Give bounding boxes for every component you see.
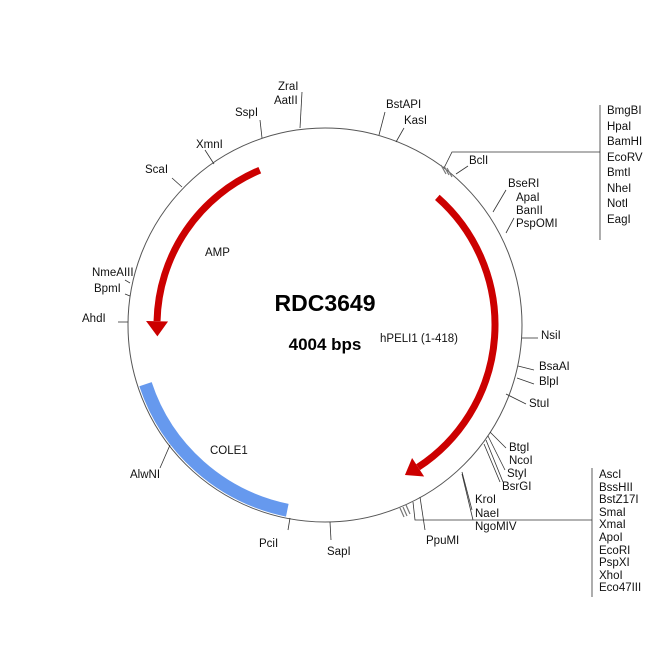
site-label: NgoMIV <box>475 521 517 533</box>
site-label: BanII <box>516 205 543 217</box>
site-label: XmnI <box>196 139 223 151</box>
mcs-site-list-upper: BmgBI HpaI BamHI EcoRV BmtI NheI NotI Ea… <box>607 104 643 228</box>
site-label: NcoI <box>509 455 533 467</box>
site-label: BstAPI <box>386 99 422 111</box>
site-label: SspI <box>235 107 259 119</box>
site-label: KroI <box>475 494 497 506</box>
site-label: StyI <box>507 468 527 480</box>
feature-label-hpeli1: hPELI1 (1-418) <box>380 333 458 345</box>
site-label: BseRI <box>508 178 540 190</box>
site-label: BamHI <box>607 136 643 148</box>
plasmid-size: 4004 bps <box>288 335 362 354</box>
site-label: BpmI <box>94 283 121 295</box>
site-label: StuI <box>529 398 550 410</box>
hpeli1-feature-arrow <box>416 194 499 471</box>
site-label: AlwNI <box>130 469 161 481</box>
site-label: ScaI <box>145 164 169 176</box>
site-label: BmtI <box>607 167 631 179</box>
cole1-origin-arc <box>139 382 289 517</box>
site-label: EcoRI <box>599 544 631 557</box>
site-label: AatII <box>274 95 298 107</box>
site-leader-lines <box>118 91 601 597</box>
mcs-site-list-lower: AscI BssHII BstZ17I SmaI XmaI ApoI EcoRI… <box>599 469 641 595</box>
site-label: SmaI <box>599 506 626 519</box>
site-label: BmgBI <box>607 105 642 117</box>
site-label: PciI <box>259 538 279 550</box>
site-label: XmaI <box>599 519 626 532</box>
site-label: BlpI <box>539 376 559 388</box>
site-label: NmeAIII <box>92 267 134 279</box>
site-label: ApaI <box>516 192 540 204</box>
plasmid-backbone <box>127 127 523 523</box>
site-label: BtgI <box>509 442 530 454</box>
site-label: PspOMI <box>516 218 558 230</box>
site-label: PpuMI <box>426 535 460 547</box>
site-label: SapI <box>327 546 351 558</box>
site-label: Eco47III <box>599 582 642 595</box>
site-label: XhoI <box>599 569 623 582</box>
site-label: BsaAI <box>539 361 570 373</box>
site-label: ApoI <box>599 531 623 544</box>
amp-feature-arrow <box>153 166 262 322</box>
site-label: BstZ17I <box>599 494 639 507</box>
site-label: AscI <box>599 469 622 481</box>
site-label: BclI <box>469 155 489 167</box>
feature-label-amp: AMP <box>205 247 230 259</box>
amp-feature-arrow-head <box>146 320 169 337</box>
site-label: EagI <box>607 213 631 226</box>
plasmid-name: RDC3649 <box>274 290 376 316</box>
site-label: KasI <box>404 115 428 127</box>
site-label: NsiI <box>541 330 561 342</box>
feature-label-cole1: COLE1 <box>210 445 248 457</box>
site-tick-cluster <box>399 164 453 518</box>
site-label: NaeI <box>475 508 500 520</box>
site-label: ZraI <box>278 81 299 93</box>
site-label: PspXI <box>599 557 630 570</box>
site-label: NotI <box>607 198 629 210</box>
site-label: HpaI <box>607 120 632 133</box>
site-label: BssHII <box>599 481 633 494</box>
site-label: EcoRV <box>607 151 643 164</box>
site-label: BsrGI <box>502 481 532 493</box>
site-label: AhdI <box>82 313 106 325</box>
hpeli1-feature-arrow-head <box>404 458 425 477</box>
site-label: NheI <box>607 182 632 195</box>
